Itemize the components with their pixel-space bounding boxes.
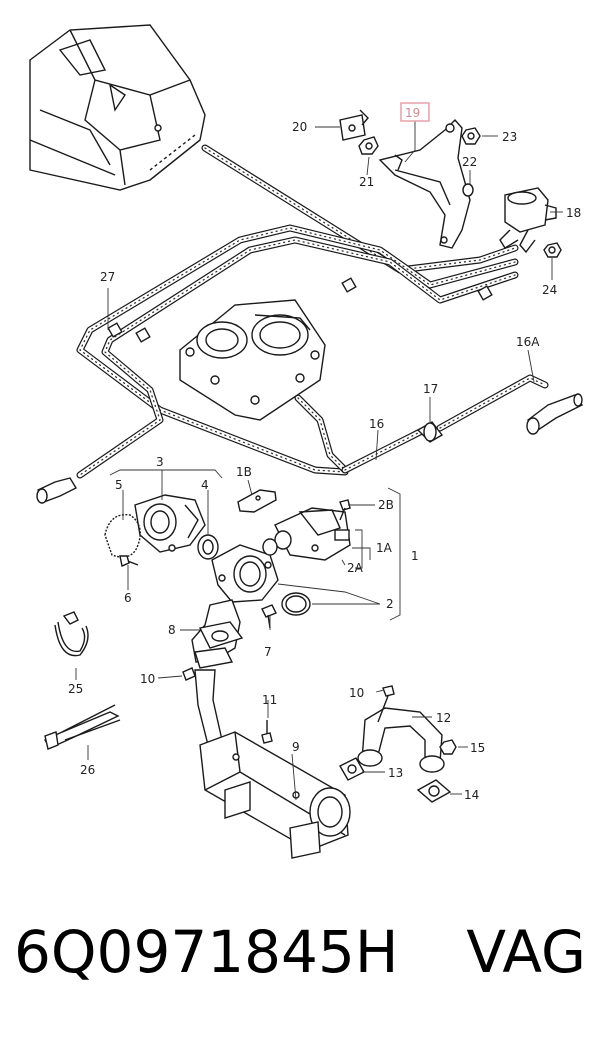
hose-clip: [135, 327, 151, 343]
clip-1b: [237, 489, 277, 513]
bolt-2b: [339, 499, 351, 521]
callout-6: 6: [124, 591, 132, 605]
bolt-6: [119, 555, 139, 567]
egr-valve-3: [134, 494, 206, 553]
callout-25: 25: [68, 682, 83, 696]
callout-15: 15: [470, 741, 485, 755]
part-number: 6Q0971845H: [14, 918, 399, 986]
vacuum-hose-16: [341, 428, 424, 474]
callout-24: 24: [542, 283, 557, 297]
o-ring-2: [281, 592, 311, 616]
cable-tie-26: [43, 704, 121, 750]
callout-23: 23: [502, 130, 517, 144]
callout-16: 16: [369, 417, 384, 431]
callout-2: 2: [386, 597, 394, 611]
hose-clip: [477, 285, 493, 301]
callout-21: 21: [359, 175, 374, 189]
callout-9: 9: [292, 740, 300, 754]
hose-clip: [107, 322, 123, 338]
hose-clip: [341, 277, 357, 293]
bracket-plate-20: [339, 109, 369, 141]
vacuum-hose-center: [294, 394, 349, 474]
bolt-10a: [182, 667, 196, 681]
check-valve-17: [416, 421, 444, 443]
brand-label: VAG: [466, 918, 586, 986]
egr-pipe-12: [357, 707, 445, 773]
vacuum-hose-upper: [201, 144, 519, 274]
cooler-inlet-pipe: [194, 669, 223, 746]
callout-10-right: 10: [349, 686, 364, 700]
callout-22: 22: [462, 155, 477, 169]
nut-23: [461, 127, 481, 145]
callout-8: 8: [168, 623, 176, 637]
egr-pipe-8: [191, 599, 244, 669]
callout-4: 4: [201, 478, 209, 492]
callout-17: 17: [423, 382, 438, 396]
callout-10-left: 10: [140, 672, 155, 686]
callout-labels: 20 21 19 23 22 18 24 27 16 17 16A 3 1B 5…: [68, 106, 581, 802]
gasket-4: [197, 534, 219, 560]
callout-11: 11: [262, 693, 277, 707]
vacuum-connector-16a: [526, 393, 584, 435]
vacuum-hose-16a: [436, 374, 549, 432]
nut-24: [543, 242, 562, 258]
egr-cooler-9: [199, 731, 351, 859]
vacuum-hose-second: [76, 236, 519, 479]
vacuum-hose-loop: [76, 224, 519, 476]
highlight-box-19: [400, 102, 430, 122]
engine-cover: [29, 24, 206, 191]
callout-27: 27: [100, 270, 115, 284]
nut-21: [358, 136, 379, 155]
mounting-bracket: [378, 118, 471, 249]
gasket-2a: [262, 538, 278, 556]
intake-manifold: [179, 299, 326, 421]
group-brace-1a: [355, 529, 363, 569]
egr-parts-diagram: 20 21 19 23 22 18 24 27 16 17 16A 3 1B 5…: [29, 24, 584, 859]
grommet-22: [462, 183, 474, 197]
callout-3: 3: [156, 455, 164, 469]
gasket-14: [416, 779, 452, 803]
callout-1b: 1B: [236, 465, 252, 479]
bolt-10b: [377, 685, 395, 723]
leader-lines: [75, 121, 563, 801]
callout-1a: 1A: [376, 541, 393, 555]
footer: 6Q0971845H VAG: [0, 918, 600, 1018]
callout-20: 20: [292, 120, 307, 134]
callout-18: 18: [566, 206, 581, 220]
callout-13: 13: [388, 766, 403, 780]
callout-19: 19: [405, 106, 420, 120]
solenoid-valve-18: [499, 187, 557, 254]
egr-actuator-1a: [274, 507, 351, 561]
seal-5: [104, 513, 141, 558]
nut-15: [439, 739, 457, 755]
vacuum-connector-left: [36, 477, 77, 504]
bolt-7: [261, 604, 277, 629]
callout-26: 26: [80, 763, 95, 777]
callout-12: 12: [436, 711, 451, 725]
callout-14: 14: [464, 788, 479, 802]
callout-5: 5: [115, 478, 123, 492]
callout-1: 1: [411, 549, 419, 563]
hose-clamp-25: [54, 611, 89, 657]
callout-7: 7: [264, 645, 272, 659]
callout-2b: 2B: [378, 498, 394, 512]
egr-pipe-flange: [211, 544, 279, 603]
bolt-11: [261, 720, 273, 744]
callout-16a: 16A: [516, 335, 540, 349]
